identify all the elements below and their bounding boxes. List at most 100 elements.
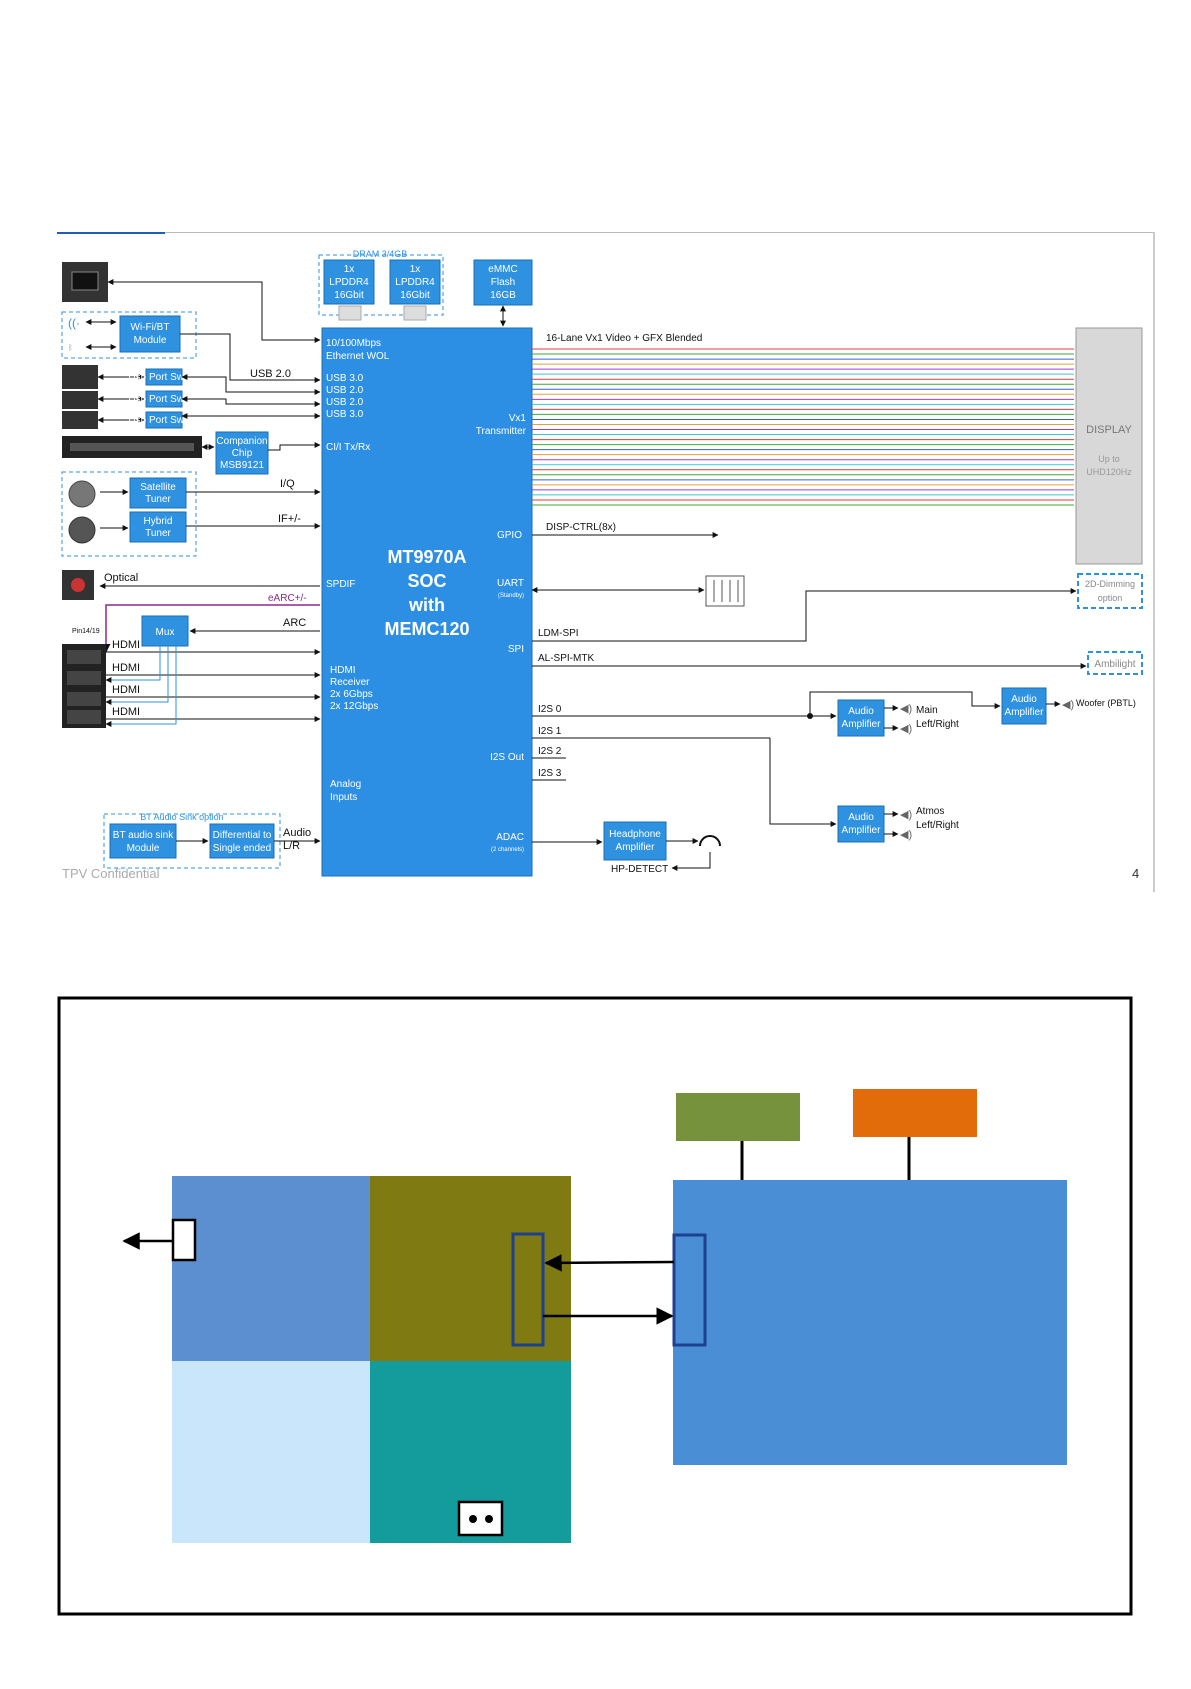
dram1-block: 1x LPDDR4 16Gbit <box>323 259 375 321</box>
dimming-block: 2D-Dimming option <box>1077 573 1143 609</box>
audio-amp-main-line1: Audio <box>848 706 874 717</box>
satellite-line1: Satellite <box>140 482 176 493</box>
hybrid-line2: Tuner <box>145 528 171 539</box>
hybrid-line1: Hybrid <box>144 516 173 527</box>
companion-line3: MSB9121 <box>220 460 264 471</box>
companion-line1: Companion <box>216 436 267 447</box>
wifi-group <box>61 311 197 359</box>
soc-port-vx1b: Transmitter <box>476 426 527 437</box>
display-block: DISPLAY Up to UHD120Hz <box>1075 327 1143 565</box>
audio-amp-main-line2: Amplifier <box>842 719 882 730</box>
soc-port-adac: ADAC <box>496 832 524 843</box>
display-sub2: UHD120Hz <box>1086 467 1132 477</box>
i2s1-label: I2S 1 <box>538 726 562 737</box>
rf-connector-icon <box>68 516 96 544</box>
hp-detect-label: HP-DETECT <box>611 864 668 875</box>
page-number: 4 <box>1132 866 1139 881</box>
soc-port-usb1: USB 3.0 <box>326 373 364 384</box>
usb-switch-1-label: Usb Port Switch <box>128 372 199 383</box>
region-top-right <box>370 1176 571 1361</box>
dram-header: DRAM 3/4GB <box>353 249 408 259</box>
i2s0-label: I2S 0 <box>538 704 562 715</box>
satellite-line2: Tuner <box>145 494 171 505</box>
block-diagram: DRAM 3/4GB 1x LPDDR4 16Gbit 1x LPDDR4 16… <box>57 232 1155 892</box>
board-layout-diagram <box>57 996 1133 1616</box>
uart-connector-icon <box>705 575 745 607</box>
usb-ports <box>62 365 98 429</box>
tuner-group <box>61 471 197 557</box>
emmc-line2: Flash <box>491 277 515 288</box>
woofer-label: Woofer (PBTL) <box>1076 698 1136 708</box>
hdmi-ports <box>62 644 106 728</box>
audio-amp-atmos: Audio Amplifier <box>837 805 885 843</box>
differential-line1: Differential to <box>213 830 272 841</box>
main-out-line1: Main <box>916 705 938 716</box>
soc-port-gpio: GPIO <box>497 530 522 541</box>
arc-label: ARC <box>283 617 306 629</box>
soc-port-ethernet: 10/100Mbps <box>326 338 381 349</box>
soc-port-usb2: USB 2.0 <box>326 385 364 396</box>
companion-chip: Companion Chip MSB9121 <box>215 431 269 475</box>
headphone-icon <box>699 835 721 847</box>
bt-sink-line2: Module <box>127 843 160 854</box>
soc-port-uart-sub: (Standby) <box>498 593 524 599</box>
bt-audio-group-label: BT Audio Sink option <box>140 812 223 822</box>
atmos-out-line2: Left/Right <box>916 820 959 831</box>
soc-port-vx1a: Vx1 <box>509 413 527 424</box>
display-sub1: Up to <box>1098 454 1120 464</box>
al-spi-label: AL-SPI-MTK <box>538 653 594 664</box>
audio-amp-atmos-line1: Audio <box>848 812 874 823</box>
soc-port-uart: UART <box>497 578 524 589</box>
audio-amp-woofer-line2: Amplifier <box>1005 707 1045 718</box>
headphone-amp-line1: Headphone <box>609 829 661 840</box>
right-border <box>1153 232 1155 892</box>
atmos-out-line1: Atmos <box>916 806 944 817</box>
ldm-spi-label: LDM-SPI <box>538 628 579 639</box>
headphone-amp: Headphone Amplifier <box>603 821 667 861</box>
soc-title-1: MT9970A <box>387 547 466 567</box>
dram2-block: 1x LPDDR4 16Gbit <box>389 259 441 321</box>
headphone-amp-line2: Amplifier <box>616 842 656 853</box>
ambilight-block: Ambilight <box>1087 651 1143 675</box>
optical-label: Optical <box>104 572 138 584</box>
usb-switch-1: Usb Port Switch <box>128 368 200 386</box>
earc-label: eARC+/- <box>268 593 307 604</box>
dram1-line3: 16Gbit <box>334 290 364 301</box>
soc-port-hdmi1: HDMI <box>330 665 356 676</box>
bt-sink-line1: BT audio sink <box>113 830 174 841</box>
emmc-block: eMMC Flash 16GB <box>473 259 533 306</box>
speaker-icon-5: ◀) <box>1062 699 1074 711</box>
soc-port-hdmi2: Receiver <box>330 677 370 688</box>
speaker-icon-1: ◀) <box>900 703 912 715</box>
power-socket-icon <box>457 1500 504 1537</box>
satellite-connector-icon <box>68 480 96 508</box>
vx1-bus-label: 16-Lane Vx1 Video + GFX Blended <box>546 333 702 344</box>
wifi-bt-module: Wi-Fi/BT Module <box>119 315 181 353</box>
iq-label: I/Q <box>280 478 295 490</box>
soc-port-usb4: USB 3.0 <box>326 409 364 420</box>
usb-switch-2-label: Usb Port Switch <box>128 394 199 405</box>
bt-sink-module: BT audio sink Module <box>109 823 177 859</box>
soc-port-ci: CI/I Tx/Rx <box>326 442 370 453</box>
emmc-line1: eMMC <box>488 264 517 275</box>
audio-amp-main: Audio Amplifier <box>837 699 885 737</box>
left-connector <box>171 1218 197 1262</box>
mux-label: Mux <box>156 627 175 638</box>
disp-ctrl-label: DISP-CTRL(8x) <box>546 522 616 533</box>
usb20-label: USB 2.0 <box>250 368 291 380</box>
flex-connector-left <box>511 1232 545 1347</box>
i2s2-label: I2S 2 <box>538 746 562 757</box>
wifi-icon: ((· <box>68 316 80 330</box>
companion-line2: Chip <box>232 448 253 459</box>
differential-block: Differential to Single ended <box>209 823 275 859</box>
audio-amp-woofer: Audio Amplifier <box>1001 687 1047 725</box>
usb-switch-2: Usb Port Switch <box>128 390 200 408</box>
flex-connector-right <box>672 1233 707 1347</box>
soc-port-adac-sub: (2 channels) <box>491 847 524 853</box>
soc-port-ethernet2: Ethernet WOL <box>326 351 390 362</box>
satellite-tuner: Satellite Tuner <box>129 477 187 509</box>
soc-port-i2s-out: I2S Out <box>490 752 524 763</box>
soc-port-usb3: USB 2.0 <box>326 397 364 408</box>
